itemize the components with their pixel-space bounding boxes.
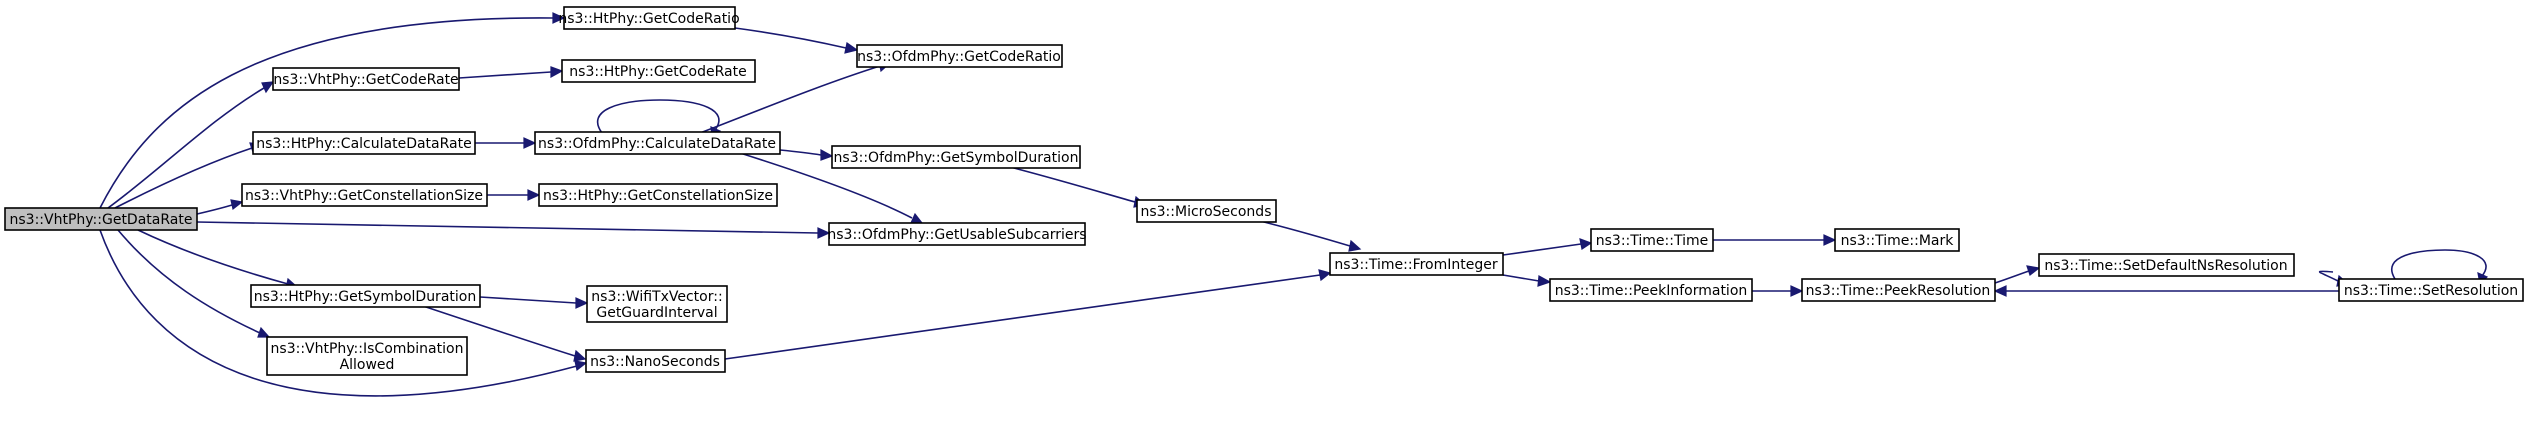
- edge-ht-getsymbolduration-to-guardinterval: [479, 296, 589, 309]
- svg-text:ns3::Time::SetResolution: ns3::Time::SetResolution: [2344, 283, 2518, 299]
- node-vhtphy-getconstellationsize[interactable]: ns3::VhtPhy::GetConstellationSize: [241, 183, 488, 207]
- svg-text:ns3::OfdmPhy::GetSymbolDuratio: ns3::OfdmPhy::GetSymbolDuration: [834, 150, 1079, 166]
- svg-text:ns3::WifiTxVector::: ns3::WifiTxVector::: [591, 289, 722, 305]
- node-wifitxvector-getguardinterval[interactable]: ns3::WifiTxVector:: GetGuardInterval: [586, 285, 728, 323]
- svg-text:ns3::VhtPhy::GetDataRate: ns3::VhtPhy::GetDataRate: [10, 212, 193, 228]
- svg-text:Allowed: Allowed: [340, 357, 395, 373]
- svg-text:ns3::HtPhy::GetCodeRatio: ns3::HtPhy::GetCodeRatio: [558, 11, 739, 27]
- svg-text:ns3::HtPhy::GetSymbolDuration: ns3::HtPhy::GetSymbolDuration: [254, 289, 476, 305]
- edge-vht-getconstellationsize-to-ht-getconstellationsize: [487, 189, 541, 201]
- edge-ht-getcoderatio-to-ofdm-getcoderatio: [734, 27, 859, 54]
- node-ofdmphy-getcoderatio[interactable]: ns3::OfdmPhy::GetCodeRatio: [856, 44, 1063, 68]
- svg-text:ns3::Time::PeekResolution: ns3::Time::PeekResolution: [1806, 283, 1991, 299]
- svg-text:ns3::VhtPhy::IsCombination: ns3::VhtPhy::IsCombination: [271, 341, 464, 357]
- node-ofdmphy-getusablesubcarriers[interactable]: ns3::OfdmPhy::GetUsableSubcarriers: [827, 222, 1087, 246]
- node-vhtphy-iscombinationallowed[interactable]: ns3::VhtPhy::IsCombination Allowed: [266, 336, 468, 376]
- svg-text:ns3::Time::PeekInformation: ns3::Time::PeekInformation: [1555, 283, 1748, 299]
- edge-ofdm-calculatedatarate-to-ofdm-getsymbolduration: [779, 148, 834, 161]
- node-nanoseconds[interactable]: ns3::NanoSeconds: [585, 349, 726, 373]
- svg-text:ns3::MicroSeconds: ns3::MicroSeconds: [1140, 204, 1271, 220]
- svg-text:ns3::OfdmPhy::GetUsableSubcarr: ns3::OfdmPhy::GetUsableSubcarriers: [827, 227, 1086, 243]
- edge-root-to-ht-getcoderatio: [99, 12, 566, 209]
- node-time-setdefaultnsresolution[interactable]: ns3::Time::SetDefaultNsResolution: [2038, 253, 2295, 277]
- edge-ht-getsymbolduration-to-nanoseconds: [419, 304, 587, 362]
- edge-ht-calculatedatarate-to-ofdm-calculatedatarate: [475, 137, 537, 149]
- svg-text:ns3::OfdmPhy::GetCodeRatio: ns3::OfdmPhy::GetCodeRatio: [857, 49, 1061, 65]
- node-htphy-getconstellationsize[interactable]: ns3::HtPhy::GetConstellationSize: [538, 183, 778, 207]
- svg-text:ns3::HtPhy::CalculateDataRate: ns3::HtPhy::CalculateDataRate: [256, 136, 471, 152]
- node-ofdmphy-getsymbolduration[interactable]: ns3::OfdmPhy::GetSymbolDuration: [831, 145, 1081, 169]
- edge-root-to-ofdm-getusablesubcarriers: [196, 221, 831, 239]
- node-time-peekresolution[interactable]: ns3::Time::PeekResolution: [1801, 278, 1996, 302]
- edge-time-peekresolution-to-time-setdefaultnsresolution: [1994, 265, 2041, 284]
- edge-ofdm-getsymbolduration-to-microseconds: [1009, 166, 1147, 208]
- node-ofdmphy-calculatedatarate[interactable]: ns3::OfdmPhy::CalculateDataRate: [534, 131, 781, 155]
- svg-text:ns3::HtPhy::GetCodeRate: ns3::HtPhy::GetCodeRate: [569, 64, 746, 80]
- edge-time-frominteger-to-time-time: [1502, 238, 1593, 256]
- edge-time-peekinformation-to-time-peekresolution: [1752, 285, 1804, 297]
- edge-root-to-ht-calculatedatarate: [114, 142, 263, 209]
- node-vhtphy-getcoderate[interactable]: ns3::VhtPhy::GetCodeRate: [272, 67, 460, 91]
- svg-text:ns3::Time::Time: ns3::Time::Time: [1596, 233, 1708, 249]
- edge-time-time-to-time-mark: [1713, 234, 1837, 246]
- edge-root-to-vht-iscombinationallowed: [117, 229, 271, 338]
- svg-text:ns3::Time::Mark: ns3::Time::Mark: [1841, 233, 1955, 249]
- edge-root-to-nanoseconds: [99, 229, 588, 397]
- edge-time-frominteger-to-time-peekinformation: [1502, 274, 1552, 287]
- node-htphy-calculatedatarate[interactable]: ns3::HtPhy::CalculateDataRate: [252, 131, 476, 155]
- svg-text:ns3::NanoSeconds: ns3::NanoSeconds: [590, 354, 720, 370]
- node-htphy-getcoderatio[interactable]: ns3::HtPhy::GetCodeRatio: [558, 6, 740, 30]
- node-htphy-getcoderate[interactable]: ns3::HtPhy::GetCodeRate: [561, 59, 756, 83]
- node-vhtphy-getdatarate[interactable]: ns3::VhtPhy::GetDataRate: [4, 207, 198, 231]
- svg-text:ns3::OfdmPhy::CalculateDataRat: ns3::OfdmPhy::CalculateDataRate: [538, 136, 776, 152]
- node-microseconds[interactable]: ns3::MicroSeconds: [1136, 199, 1277, 223]
- node-htphy-getsymbolduration[interactable]: ns3::HtPhy::GetSymbolDuration: [250, 284, 481, 308]
- svg-text:ns3::VhtPhy::GetConstellationS: ns3::VhtPhy::GetConstellationSize: [245, 188, 483, 204]
- svg-text:ns3::Time::SetDefaultNsResolut: ns3::Time::SetDefaultNsResolution: [2044, 258, 2287, 274]
- edge-root-to-vht-getcoderate: [107, 81, 275, 209]
- node-time-mark[interactable]: ns3::Time::Mark: [1834, 228, 1960, 252]
- node-time-time[interactable]: ns3::Time::Time: [1590, 228, 1714, 252]
- node-time-peekinformation[interactable]: ns3::Time::PeekInformation: [1549, 278, 1753, 302]
- svg-text:ns3::VhtPhy::GetCodeRate: ns3::VhtPhy::GetCodeRate: [273, 72, 458, 88]
- edge-microseconds-to-time-frominteger: [1259, 220, 1362, 252]
- edge-root-to-vht-getconstellationsize: [196, 199, 244, 215]
- svg-text:ns3::HtPhy::GetConstellationSi: ns3::HtPhy::GetConstellationSize: [543, 188, 773, 204]
- edge-root-to-ht-getsymbolduration: [137, 229, 299, 290]
- svg-text:ns3::Time::FromInteger: ns3::Time::FromInteger: [1334, 257, 1497, 273]
- node-time-setresolution[interactable]: ns3::Time::SetResolution: [2338, 278, 2524, 302]
- edge-nanoseconds-to-time-frominteger: [724, 269, 1332, 360]
- node-time-frominteger[interactable]: ns3::Time::FromInteger: [1329, 252, 1504, 276]
- edge-time-setresolution-to-time-peekresolution: [1993, 285, 2339, 297]
- edge-vht-getcoderate-to-ht-getcoderate: [458, 66, 564, 79]
- svg-text:GetGuardInterval: GetGuardInterval: [596, 305, 717, 321]
